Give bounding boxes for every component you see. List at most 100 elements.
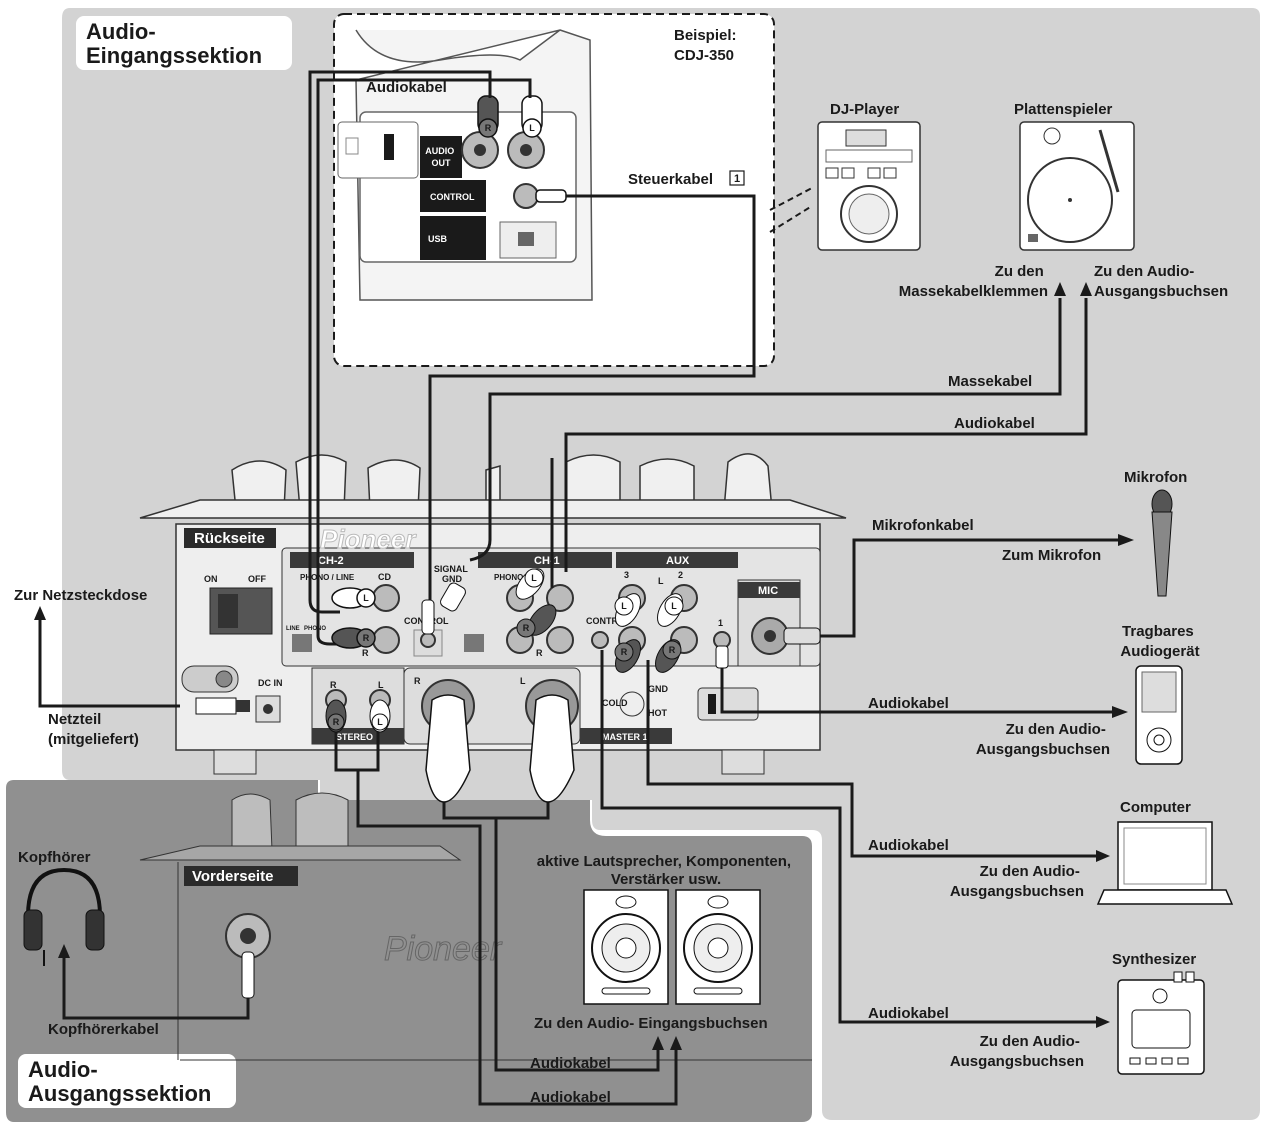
front-tag-box	[184, 866, 298, 886]
ch2-cd: CD	[378, 572, 391, 582]
dc-in-label: DC IN	[258, 678, 283, 688]
label-zu-masse: Zu den Massekabelklemmen	[899, 263, 1048, 300]
label-zur-netz: Zur Netzsteckdose	[14, 587, 147, 604]
label-zum-mikrofon: Zum Mikrofon	[1002, 547, 1101, 564]
label-netzteil: Netzteil (mitgeliefert)	[48, 711, 139, 748]
label-synthesizer: Synthesizer	[1112, 951, 1196, 968]
ch1-phono: PHONO	[494, 573, 523, 582]
rear-tag-box	[184, 528, 276, 548]
ch2-r: R	[362, 648, 369, 658]
example-label-line2: CDJ-350	[674, 47, 734, 64]
label-massekabel: Massekabel	[948, 373, 1032, 390]
ch2-phono: PHONO	[304, 626, 326, 632]
label-zu-audio-ein: Zu den Audio- Eingangsbuchsen	[534, 1015, 768, 1032]
plug-aux2-l: L	[671, 601, 677, 611]
rear-side-label: Rückseite	[194, 530, 265, 547]
label-dj-player: DJ-Player	[830, 101, 899, 118]
label-mikrofonkabel: Mikrofonkabel	[872, 517, 974, 534]
aux-label: AUX	[666, 555, 690, 567]
ch1-label: CH-1	[534, 555, 560, 567]
ch2-line: LINE	[286, 626, 300, 632]
plug-ch1-r: R	[523, 623, 530, 633]
ch2-label: CH-2	[318, 555, 344, 567]
power-off-label: OFF	[248, 574, 266, 584]
xlr-gnd-label: GND	[648, 684, 669, 694]
stereo-label: STEREO	[336, 732, 373, 742]
xlr-hot-label: HOT	[648, 708, 668, 718]
mixer-signal-gnd-label: SIGNAL GND	[434, 564, 470, 584]
plug-ch2-l: L	[363, 593, 369, 603]
label-audiokabel-synth: Audiokabel	[868, 1005, 949, 1022]
aux-2-label: 2	[678, 570, 683, 580]
synthesizer-device	[1117, 971, 1205, 1075]
aux-l-label: L	[658, 576, 664, 586]
cdj-usb-label: USB	[428, 234, 448, 244]
mixer-brand: Pioneer	[320, 524, 417, 554]
aux-1-label: 1	[718, 618, 723, 628]
headphones	[23, 867, 105, 966]
label-zu-audio-aus-computer: Zu den Audio- Ausgangsbuchsen	[950, 863, 1084, 900]
microphone	[1151, 489, 1173, 597]
label-audiokabel-out2: Audiokabel	[530, 1089, 611, 1106]
label-lautsprecher: aktive Lautsprecher, Komponenten, Verstä…	[537, 853, 795, 888]
active-speakers	[583, 889, 761, 1005]
aux-control-label: CONTROL	[586, 616, 631, 626]
label-zu-audio-aus-top: Zu den Audio- Ausgangsbuchsen	[1094, 263, 1228, 300]
cdj-example-panel: AUDIO OUT CONTROL USB R L	[333, 13, 775, 367]
input-section-label: Audio- Eingangssektion	[86, 19, 262, 68]
cdj-control-label: CONTROL	[430, 192, 475, 202]
label-kopfhoererkabel: Kopfhörerkabel	[48, 1021, 159, 1038]
dj-player-device	[817, 121, 921, 251]
plug-aux3-r: R	[621, 647, 628, 657]
cdj-plug-r-label: R	[485, 123, 492, 133]
front-side-label: Vorderseite	[192, 868, 273, 885]
mic-label: MIC	[758, 585, 778, 597]
power-on-label: ON	[204, 574, 218, 584]
label-audiokabel-computer: Audiokabel	[868, 837, 949, 854]
plug-aux2-r: R	[669, 645, 676, 655]
label-mikrofon: Mikrofon	[1124, 469, 1187, 486]
label-audiokabel-mid: Audiokabel	[954, 415, 1035, 432]
turntable-device	[1019, 121, 1135, 251]
label-audiokabel-top: Audiokabel	[366, 79, 447, 96]
plug-stereo-r: R	[333, 717, 340, 727]
arrowheads	[34, 282, 1134, 1050]
stereo-r-label: R	[330, 680, 337, 690]
label-computer: Computer	[1120, 799, 1191, 816]
label-tragbares: Tragbares Audiogerät	[1120, 623, 1199, 660]
example-label-line1: Beispiel:	[674, 27, 737, 44]
cdj-usb-port	[518, 232, 534, 246]
ch2-phono-line: PHONO / LINE	[300, 573, 355, 582]
cdj-control-jack	[513, 183, 539, 209]
label-kopfhoerer: Kopfhörer	[18, 849, 91, 866]
output-section-label-box	[18, 1054, 236, 1108]
stereo-l-label: L	[378, 680, 384, 690]
label-steuerkabel: Steuerkabel	[628, 171, 713, 188]
input-section-label-box	[76, 16, 292, 70]
master-l-label: L	[520, 676, 526, 686]
output-section-label: Audio- Ausgangssektion	[28, 1057, 211, 1106]
cables	[38, 70, 1118, 1106]
label-zu-audio-aus-portable: Zu den Audio- Ausgangsbuchsen	[976, 721, 1110, 758]
mixer-plugs: L R L R L R L R R L	[195, 568, 821, 999]
computer-device	[1096, 821, 1234, 905]
label-zu-audio-aus-synth: Zu den Audio- Ausgangsbuchsen	[950, 1033, 1084, 1070]
output-section-background	[6, 780, 812, 1122]
label-audiokabel-portable: Audiokabel	[868, 695, 949, 712]
portable-audio-device	[1135, 665, 1183, 765]
master-r-label: R	[414, 676, 421, 686]
mixer-front-panel: Pioneer	[139, 792, 812, 1061]
label-audiokabel-out1: Audiokabel	[530, 1055, 611, 1072]
plug-ch1-l: L	[531, 573, 537, 583]
label-plattenspieler: Plattenspieler	[1014, 101, 1113, 118]
front-brand: Pioneer	[384, 930, 503, 968]
ch1-r: R	[536, 648, 543, 658]
plug-stereo-l: L	[377, 717, 383, 727]
plug-aux3-l: L	[621, 601, 627, 611]
cdj-plug-l-label: L	[529, 123, 535, 133]
cdj-audio-out-label: AUDIO OUT	[425, 146, 457, 168]
plug-ch2-r: R	[363, 633, 370, 643]
xlr-cold-label: COLD	[602, 698, 628, 708]
aux-3-label: 3	[624, 570, 629, 580]
